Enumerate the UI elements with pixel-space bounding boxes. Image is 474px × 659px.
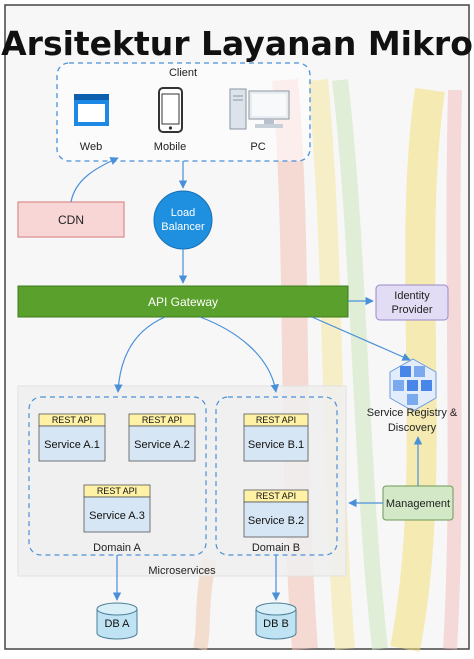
rest-api-tag-label: REST API xyxy=(97,486,137,496)
arrow-cdn-client xyxy=(70,157,119,203)
load-balancer-node[interactable] xyxy=(153,190,213,250)
service-a1-label: Service A.1 xyxy=(44,439,100,451)
rest-api-tag-label: REST API xyxy=(256,415,296,425)
cdn-label: CDN xyxy=(58,213,84,227)
load-balancer-line2: Balancer xyxy=(161,221,205,233)
service-registry-line2: Discovery xyxy=(388,422,437,434)
arrow-gateway-domain-a xyxy=(114,316,166,393)
load-balancer-line1: Load xyxy=(171,207,195,219)
identity-provider-line1: Identity xyxy=(394,290,430,302)
api-gateway-label: API Gateway xyxy=(148,295,218,309)
mobile-phone-icon xyxy=(158,87,183,133)
rest-api-tag-label: REST API xyxy=(142,415,182,425)
domain-a-label: Domain A xyxy=(93,542,141,554)
service-a1-box[interactable] xyxy=(38,425,106,462)
db-a-cylinder[interactable] xyxy=(96,602,138,640)
api-gateway-bar[interactable] xyxy=(17,285,349,318)
arrow-gateway-domain-b xyxy=(199,316,279,393)
page-title: Arsitektur Layanan Mikro xyxy=(1,24,473,63)
service-a3-label: Service A.3 xyxy=(89,510,145,522)
device-label-pc: PC xyxy=(250,141,265,153)
cdn-box[interactable] xyxy=(17,201,125,238)
db-b-cylinder[interactable] xyxy=(255,602,297,640)
service-registry-line1: Service Registry & xyxy=(367,407,458,419)
identity-provider-box[interactable] xyxy=(375,284,449,321)
desktop-pc-icon xyxy=(229,88,290,130)
rest-api-tag-label: REST API xyxy=(256,491,296,501)
identity-provider-line2: Provider xyxy=(392,304,433,316)
domain-b-label: Domain B xyxy=(252,542,300,554)
db-a-label: DB A xyxy=(104,618,130,630)
device-label-mobile: Mobile xyxy=(154,141,186,153)
management-label: Management xyxy=(386,498,450,510)
client-label: Client xyxy=(169,67,197,79)
arrow-gateway-registry xyxy=(311,316,411,361)
rest-api-tag-label: REST API xyxy=(52,415,92,425)
service-b1-label: Service B.1 xyxy=(248,439,304,451)
service-b2-label: Service B.2 xyxy=(248,515,304,527)
service-a2-box[interactable] xyxy=(128,425,196,462)
service-a3-box[interactable] xyxy=(83,496,151,533)
microservices-label: Microservices xyxy=(148,565,216,577)
db-b-label: DB B xyxy=(263,618,289,630)
browser-window-icon xyxy=(74,94,109,126)
cube-cluster-icon xyxy=(389,358,437,412)
service-b1-box[interactable] xyxy=(243,425,309,462)
device-label-web: Web xyxy=(80,141,102,153)
service-a2-label: Service A.2 xyxy=(134,439,190,451)
service-b2-box[interactable] xyxy=(243,501,309,538)
